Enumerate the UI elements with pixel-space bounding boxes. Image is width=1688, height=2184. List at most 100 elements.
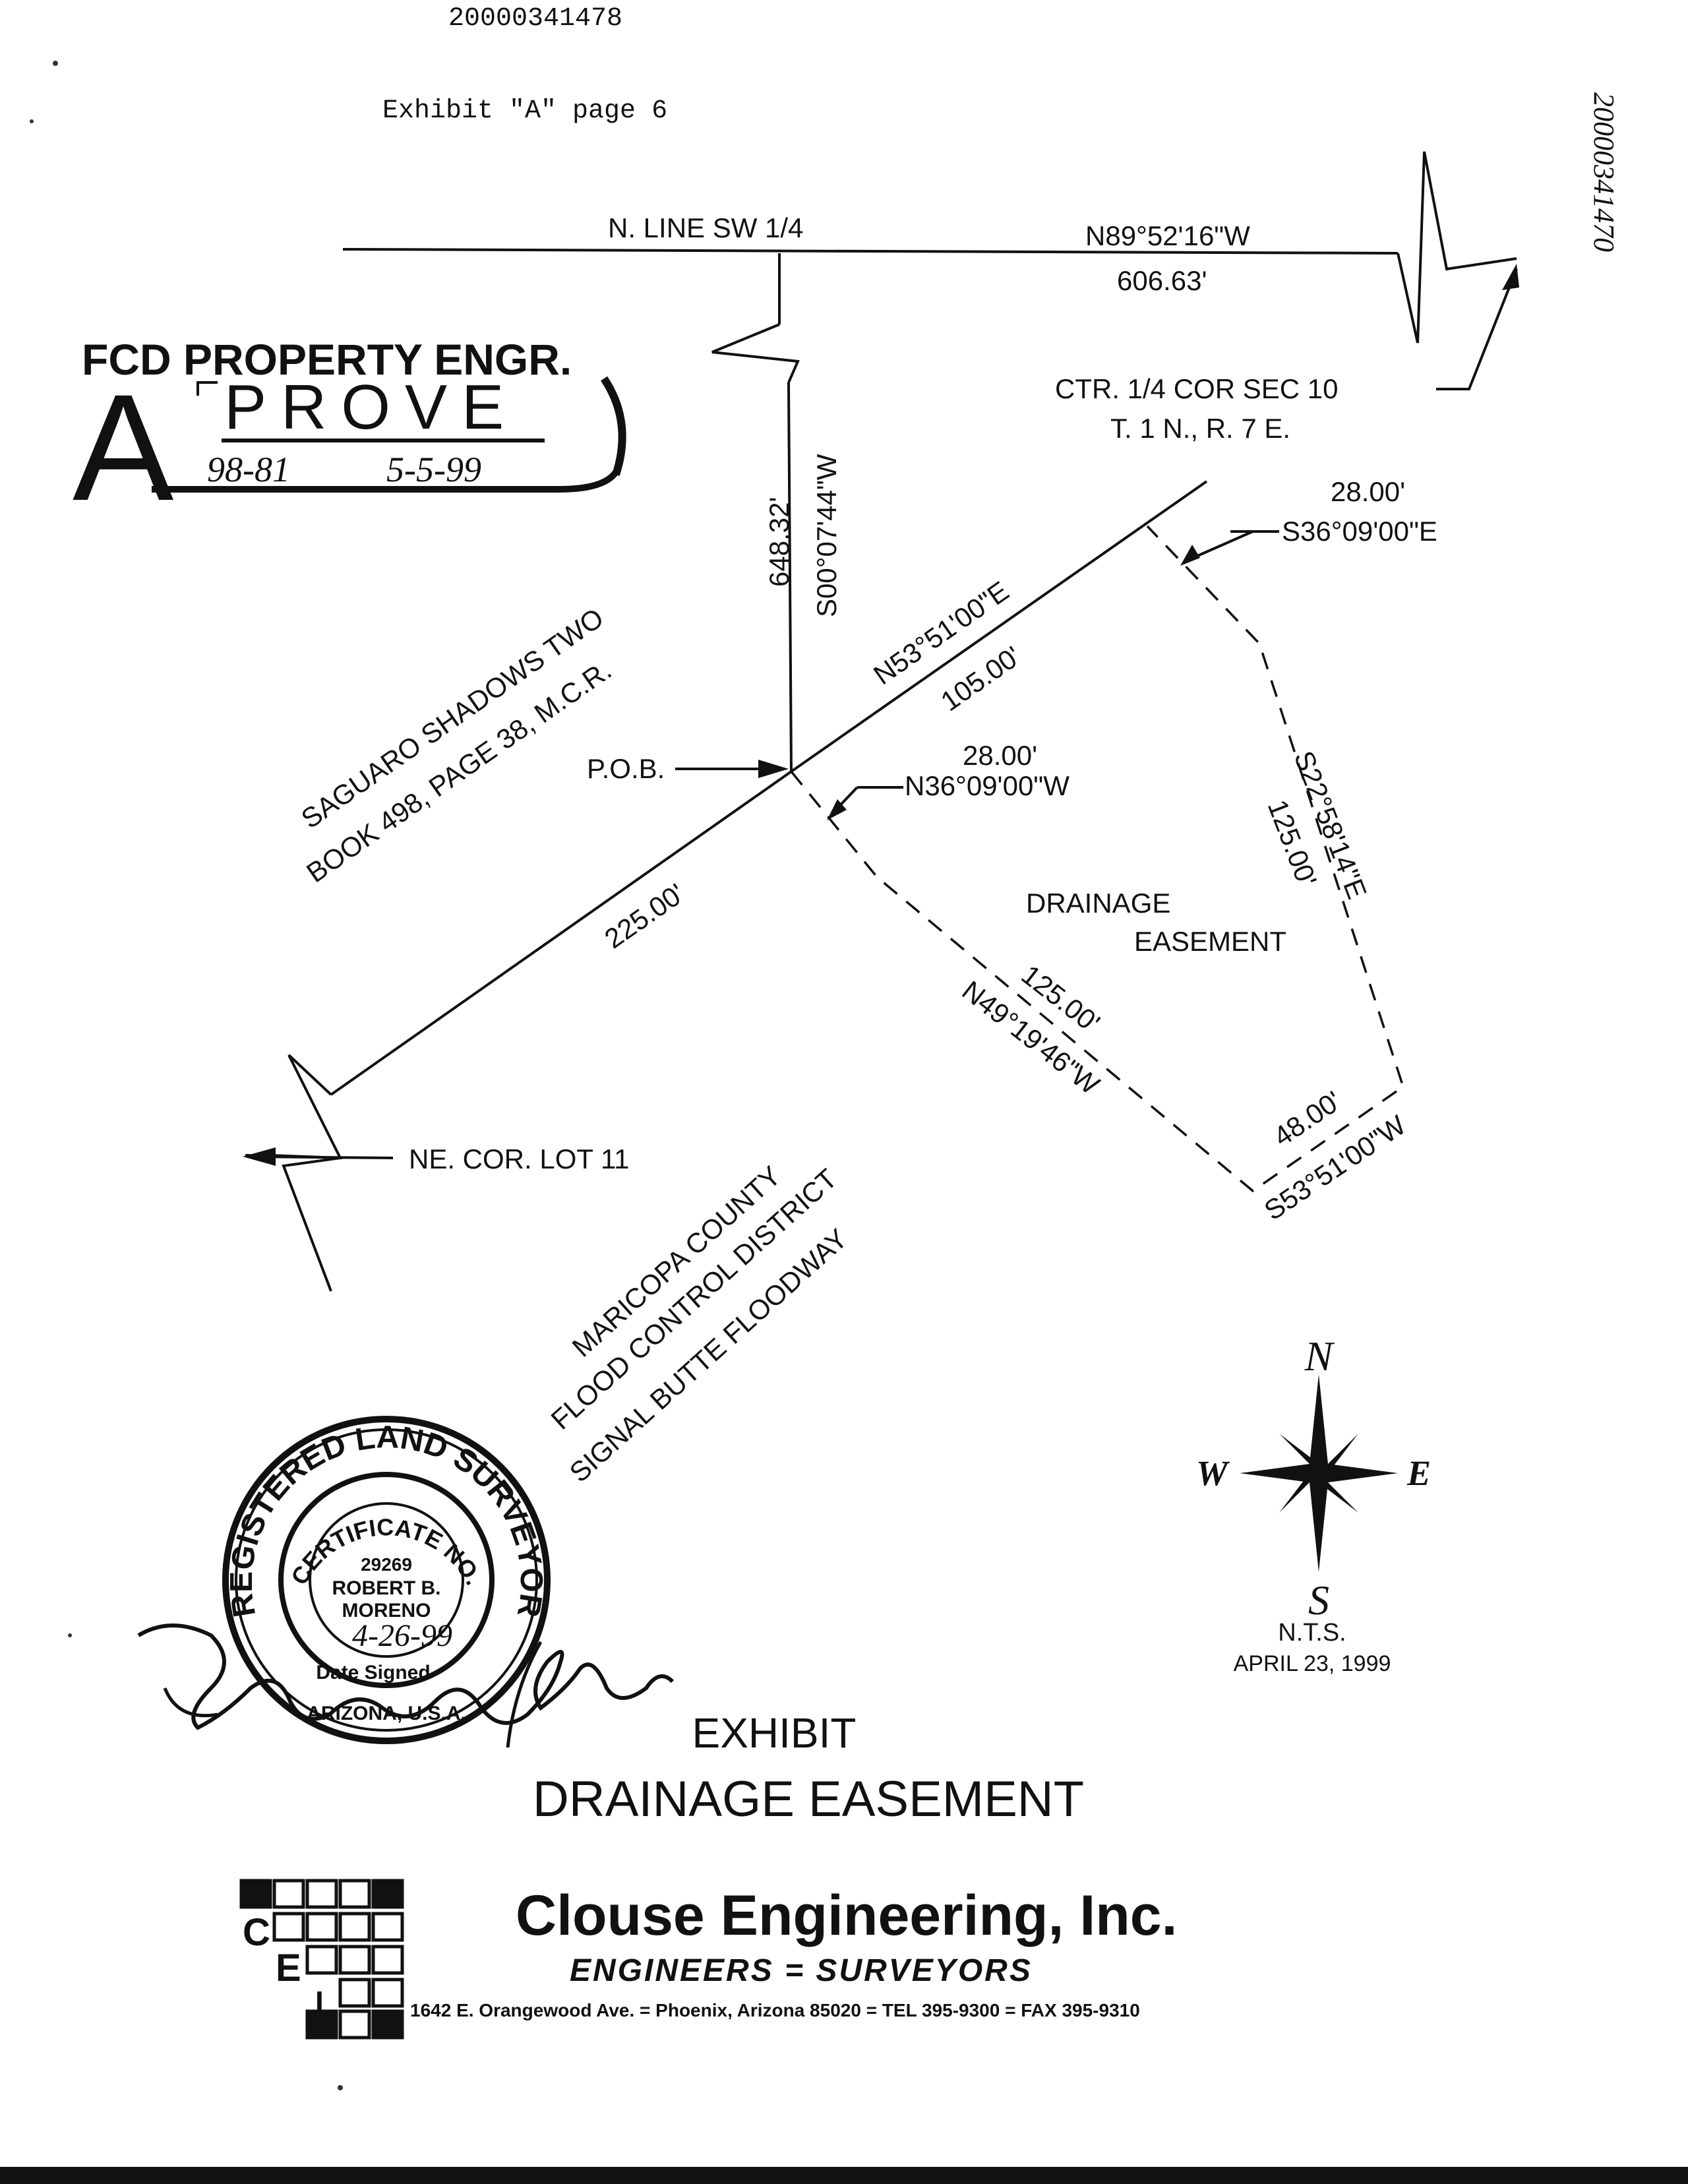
line-break-symbol (1397, 151, 1517, 344)
north-line-label: N. LINE SW 1/4 (608, 212, 803, 243)
approval-heading: FCD PROPERTY ENGR. (82, 335, 572, 384)
drawing-date: APRIL 23, 1999 (1234, 1651, 1391, 1676)
seal-name-line2: MORENO (342, 1600, 431, 1622)
company-logo: C E I (239, 1879, 404, 2040)
approval-number: 98-81 (207, 450, 290, 489)
district-line3: SIGNAL BUTTE FLOODWAY (564, 1223, 854, 1488)
seal-date-label: Date Signed (316, 1662, 430, 1684)
arrowhead (758, 760, 789, 778)
subdivision-line2: BOOK 498, PAGE 38, M.C.R. (301, 654, 617, 888)
compass-north: N (1304, 1333, 1335, 1380)
subdivision-line1: SAGUARO SHADOWS TWO (295, 602, 609, 835)
exhibit-subtitle: DRAINAGE EASEMENT (533, 1771, 1084, 1827)
survey-lines (243, 151, 1519, 1292)
diagonal-line-sw (330, 770, 793, 1096)
arrowhead (1180, 545, 1200, 566)
logo-square (272, 1879, 305, 1909)
logo-letter-e: E (276, 1947, 301, 1989)
document-number: 20000341478 (448, 4, 622, 34)
southwest-distance: 225.00' (599, 878, 690, 955)
district-line2: FLOOD CONTROL DISTRICT (545, 1163, 843, 1435)
seal-ring (235, 1428, 538, 1732)
easement-outline (790, 525, 1405, 1193)
exhibit-page-label: Exhibit "A" page 6 (382, 96, 667, 126)
seal-inner-ring (309, 1502, 464, 1658)
seal-outer-ring (222, 1416, 551, 1744)
logo-square (239, 1879, 272, 1909)
logo-square (338, 2009, 371, 2040)
compass-west: W (1196, 1453, 1230, 1493)
vertical-line-lower (787, 382, 793, 772)
logo-square (305, 1945, 338, 1975)
bottom-distance: 48.00' (1268, 1085, 1347, 1152)
company-name: Clouse Engineering, Inc. (516, 1884, 1178, 1947)
approval-bracket (196, 381, 218, 396)
pob-width-bearing: N36°09'00"W (905, 770, 1070, 801)
compass-south: S (1308, 1577, 1329, 1623)
logo-letter-i: I (315, 1985, 324, 2019)
north-section-line (342, 248, 1399, 255)
logo-square (338, 1912, 371, 1942)
logo-square (371, 2009, 404, 2040)
speck (53, 61, 58, 66)
ne-corner-label: NE. COR. LOT 11 (409, 1143, 630, 1174)
corner-label-line1: CTR. 1/4 COR SEC 10 (1055, 373, 1338, 404)
logo-square (371, 1879, 404, 1909)
line-break-symbol (711, 323, 800, 383)
approval-box-bottom (152, 470, 619, 493)
top-width-bearing: S36°09'00"E (1282, 516, 1437, 547)
side-document-stamp: 20000341470 (1588, 92, 1620, 252)
arrowhead (1502, 264, 1519, 290)
logo-square (371, 1912, 404, 1942)
arrowhead (827, 799, 847, 820)
approval-word: PROVE (224, 372, 518, 442)
logo-square (272, 1912, 305, 1942)
seal-name-line1: ROBERT B. (332, 1577, 441, 1599)
pob-width-value: 28.00' (963, 740, 1037, 771)
easement-label-line1: DRAINAGE (1026, 888, 1170, 919)
surveyor-seal: REGISTERED LAND SURVEYOR CERTIFICATE NO.… (222, 1416, 551, 1744)
compass-east: E (1406, 1453, 1431, 1493)
logo-square (305, 2009, 338, 2040)
exhibit-title: EXHIBIT (692, 1709, 857, 1757)
arrowhead (243, 1147, 276, 1166)
approval-big-letter: A (73, 363, 173, 532)
north-bearing: N89°52'16"W (1085, 220, 1250, 251)
surveyor-signature-flourish (163, 1641, 543, 1748)
logo-square (305, 1879, 338, 1909)
top-width-value: 28.00' (1331, 476, 1405, 507)
logo-letter-c: C (243, 1911, 270, 1954)
seal-date-signed: 4-26-99 (352, 1618, 452, 1653)
compass-star-diagonals (1279, 1434, 1358, 1513)
diagonal-line-ne (790, 480, 1208, 773)
company-address: 1642 E. Orangewood Ave. = Phoenix, Arizo… (410, 2000, 1140, 2020)
line-break-symbol (245, 1154, 341, 1292)
scale-note: N.T.S. (1278, 1619, 1346, 1647)
line-break-symbol (270, 1054, 343, 1160)
logo-square (371, 1978, 404, 2008)
speck (338, 2085, 343, 2090)
surveyor-signature (137, 1623, 675, 1730)
speck (68, 1633, 72, 1637)
compass-rose: N S E W (1196, 1333, 1431, 1623)
vertical-bearing: S00°07'44"W (811, 454, 842, 617)
seal-ring (278, 1472, 495, 1688)
approval-box-right (600, 376, 626, 476)
corner-leader-arrow (1436, 268, 1518, 390)
approval-date: 5-5-99 (386, 450, 481, 489)
logo-square (371, 1945, 404, 1975)
company-tagline: ENGINEERS = SURVEYORS (570, 1953, 1033, 1988)
corner-label-line2: T. 1 N., R. 7 E. (1110, 413, 1290, 444)
logo-square (338, 1978, 371, 2008)
logo-grid (239, 1879, 404, 2040)
diagonal-distance: 105.00' (935, 640, 1027, 717)
pob-label: P.O.B. (587, 753, 665, 784)
bottom-edge-bar (0, 2167, 1688, 2184)
north-distance: 606.63' (1117, 265, 1207, 296)
vertical-distance: 648.32' (764, 497, 795, 587)
logo-square (338, 1879, 371, 1909)
speck (30, 119, 34, 123)
approval-stamp: FCD PROPERTY ENGR. A PROVE 98-81 5-5-99 (73, 335, 626, 532)
seal-number: 29269 (361, 1554, 412, 1575)
